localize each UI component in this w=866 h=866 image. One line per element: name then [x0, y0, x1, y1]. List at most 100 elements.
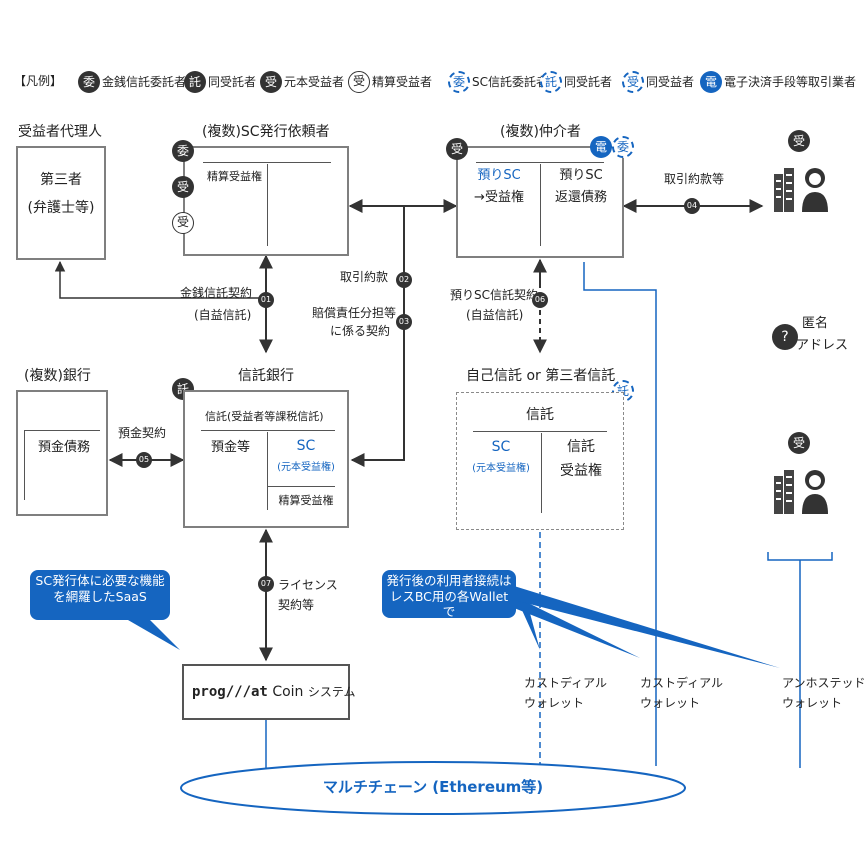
issuer-mid-rule [267, 164, 268, 246]
trust-bank-left: 預金等 [211, 440, 251, 455]
broker-top-rule [476, 162, 604, 163]
self-trust-title: 自己信託 or 第三者信託 [466, 368, 616, 384]
user-bracket [767, 552, 833, 561]
wallet-2-line1: カストディアル [640, 676, 724, 690]
user-bottom-badge: 受 [788, 432, 810, 454]
agent-line2: (弁護士等) [27, 200, 95, 216]
wallet-callout-tail-3 [514, 586, 780, 668]
trust-bank-top-rule [201, 430, 335, 431]
issuer-box: 精算受益権 [183, 146, 349, 256]
system-box: prog///at Coin システム [182, 664, 356, 720]
legend-label-0: 金銭信託委託者 [102, 75, 187, 89]
person-icon [802, 168, 828, 212]
self-trust-box: 信託 SC (元本受益権) 信託 受益権 [456, 392, 624, 530]
system-coin: Coin [272, 684, 304, 700]
legend-badge-4: 委 [448, 71, 470, 93]
trust-bank-right-line1: SC [296, 438, 316, 454]
broker-badge-epayment: 電 [590, 136, 612, 158]
wallet-3-line1: アンホステッド [782, 676, 866, 690]
issuer-top-rule [203, 162, 331, 163]
legend-label-2: 元本受益者 [284, 75, 345, 89]
rel-02-line1: 取引約款 [340, 270, 389, 284]
bank-cell: 預金債務 [38, 440, 91, 455]
bank-top-rule [24, 430, 100, 431]
self-trust-top-rule [473, 431, 607, 432]
issuer-badge-principal: 受 [172, 176, 194, 198]
bank-left-rule [24, 430, 25, 500]
rel-01-num: 01 [258, 292, 274, 308]
legend-label-4: SC信託委託者 [472, 75, 548, 89]
link-01-agent [54, 260, 266, 299]
person-icon-2 [802, 470, 828, 514]
broker-left-line2: →受益権 [474, 190, 524, 205]
line-broker-wallet2 [583, 262, 657, 766]
legend-badge-6: 受 [622, 71, 644, 93]
issuer-badge-entrust: 委 [172, 140, 194, 162]
building-icon [774, 168, 794, 212]
trust-bank-right-line2: (元本受益権) [277, 462, 335, 473]
wallet-callout: 発行後の利用者接続は レスBC用の各Walletで [382, 570, 516, 620]
rel-04-line1: 取引約款等 [664, 172, 725, 186]
rel-03-num: 03 [396, 314, 412, 330]
issuer-title: (複数)SC発行依頼者 [202, 124, 330, 140]
rel-07-line2: 契約等 [278, 598, 315, 612]
rel-06-line2: (自益信託) [466, 308, 524, 322]
building-icon-2 [774, 470, 794, 514]
saas-callout-line1: SC発行体に必要な機能 [35, 573, 165, 588]
rel-01-line1: 金銭信託契約 [180, 286, 253, 300]
rel-01-line2: (自益信託) [194, 308, 252, 322]
legend-label-1: 同受託者 [208, 75, 257, 89]
legend-badge-5: 託 [540, 71, 562, 93]
wallet-1-line1: カストディアル [524, 676, 608, 690]
wallet-2-line2: ウォレット [640, 696, 701, 710]
legend-label-6: 同受益者 [646, 75, 695, 89]
legend-title: 【凡例】 [14, 74, 63, 88]
rel-07-num: 07 [258, 576, 274, 592]
legend-label-7: 電子決済手段等取引業者 [724, 75, 857, 89]
agent-line1: 第三者 [40, 172, 82, 188]
self-trust-right-line1: 信託 [567, 439, 595, 455]
broker-title: (複数)仲介者 [500, 124, 581, 140]
system-suffix: システム [307, 685, 356, 699]
rel-03-line1: 賠償責任分担等 [312, 306, 397, 320]
broker-mid-rule [540, 164, 541, 246]
wallet-callout-tail-2 [514, 596, 640, 658]
trust-bank-title: 信託銀行 [238, 368, 294, 384]
self-trust-mid-rule [541, 433, 542, 513]
agent-box: 第三者 (弁護士等) [16, 146, 106, 260]
trust-bank-sub-rule [267, 486, 335, 487]
self-trust-left-line2: (元本受益権) [472, 463, 530, 474]
system-label: prog///at Coin システム [192, 684, 356, 701]
broker-box: 預りSC →受益権 預りSC 返還債務 [456, 146, 624, 258]
broker-right-line1: 預りSC [559, 168, 603, 183]
wallet-3-line2: ウォレット [782, 696, 843, 710]
self-trust-header: 信託 [526, 407, 554, 423]
system-brand: prog///at [192, 684, 268, 700]
trust-bank-header: 信託(受益者等課税信託) [205, 410, 324, 423]
saas-callout-tail [128, 620, 180, 650]
bank-title: (複数)銀行 [24, 368, 91, 384]
trust-bank-mid-rule [267, 432, 268, 510]
question-icon: ? [772, 324, 798, 350]
issuer-badge-settlement: 受 [172, 212, 194, 234]
wallet-callout-line2: レスBC用の各Walletで [389, 588, 509, 620]
self-trust-left-line1: SC [491, 439, 511, 455]
legend-label-5: 同受託者 [564, 75, 613, 89]
anon-label1: 匿名 [802, 316, 829, 331]
rel-02-num: 02 [396, 272, 412, 288]
rel-06-num: 06 [532, 292, 548, 308]
agent-title: 受益者代理人 [18, 124, 102, 140]
issuer-header: 精算受益権 [207, 170, 262, 183]
legend-label-3: 精算受益者 [372, 75, 433, 89]
rel-05-num: 05 [136, 452, 152, 468]
legend-badge-2: 受 [260, 71, 282, 93]
chain-ellipse [180, 761, 686, 815]
wallet-callout-line1: 発行後の利用者接続は [386, 573, 512, 588]
chain-label: マルチチェーン (Ethereum等) [322, 778, 544, 796]
rel-07-line1: ライセンス [278, 578, 338, 592]
broker-left-line1: 預りSC [477, 168, 521, 183]
rel-05-line1: 預金契約 [118, 426, 167, 440]
trust-bank-right-bottom: 精算受益権 [278, 494, 334, 507]
